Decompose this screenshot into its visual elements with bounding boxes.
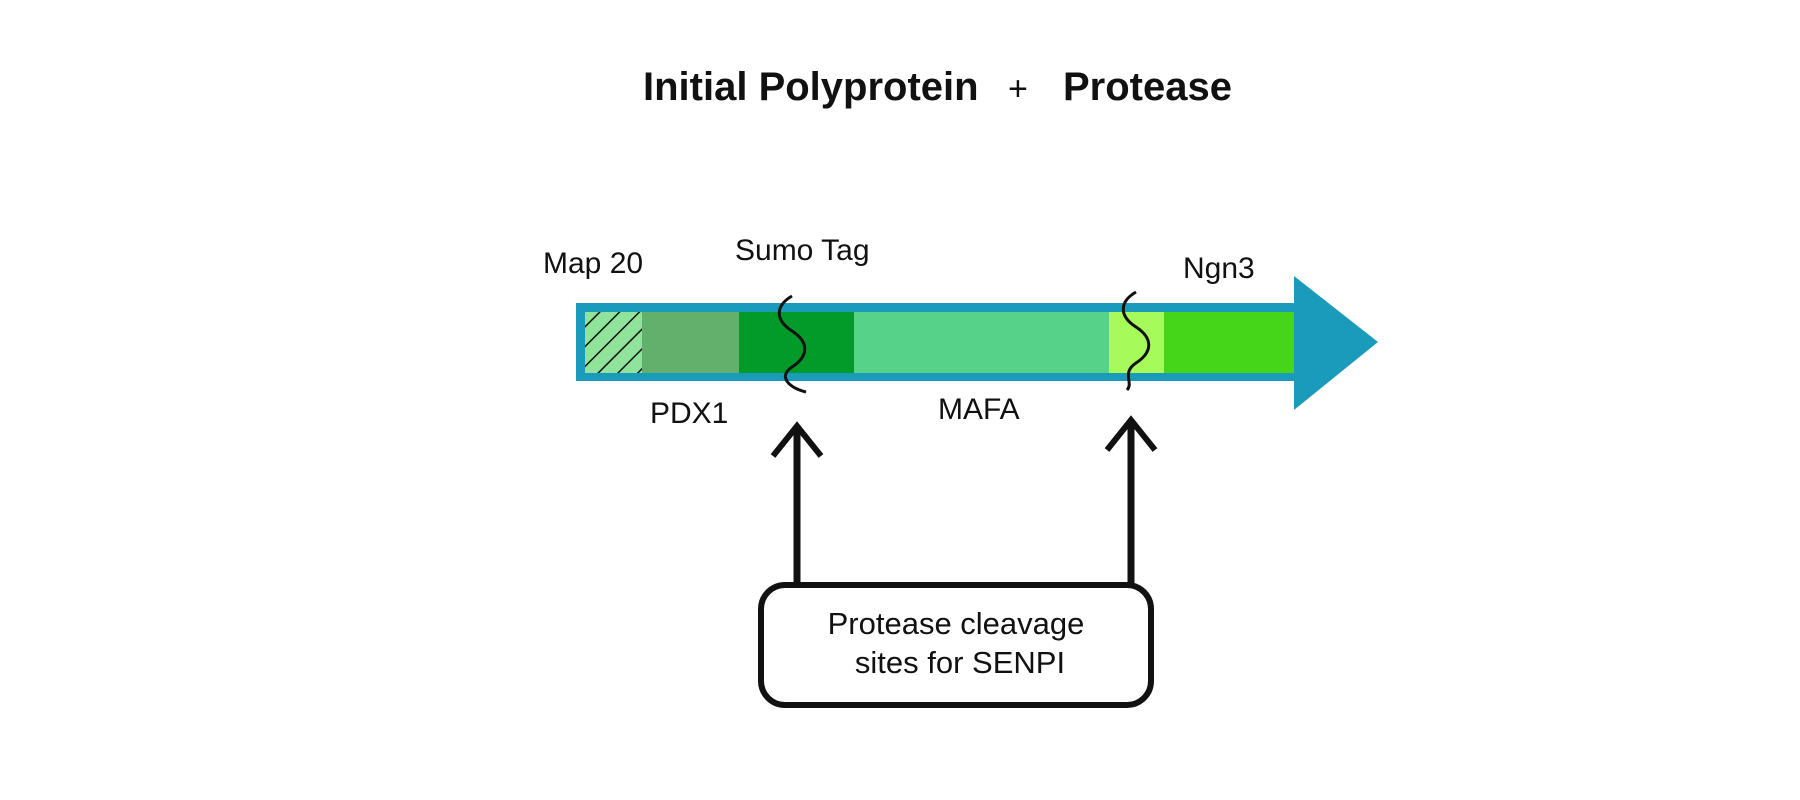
polyprotein-arrow-head bbox=[1294, 276, 1378, 410]
label-sumo-tag: Sumo Tag bbox=[735, 234, 870, 267]
callout-line-1: Protease cleavage bbox=[828, 606, 1085, 641]
callout-line-2: sites for SENPI bbox=[855, 645, 1065, 680]
cleavage-site-1-squiggle bbox=[777, 294, 807, 394]
title-initial-polyprotein: Initial Polyprotein bbox=[643, 65, 979, 109]
cleavage-callout-box bbox=[758, 582, 1154, 708]
label-map20: Map 20 bbox=[543, 247, 643, 280]
cleavage-arrow-1-head bbox=[770, 421, 824, 458]
segment-ngn3 bbox=[1164, 312, 1294, 373]
segment-map20 bbox=[585, 312, 642, 373]
label-ngn3: Ngn3 bbox=[1183, 252, 1255, 285]
title-plus-sign: + bbox=[1008, 70, 1028, 108]
cleavage-site-2-squiggle bbox=[1121, 290, 1151, 392]
title-protease: Protease bbox=[1063, 65, 1232, 109]
segment-mafa bbox=[854, 312, 1109, 373]
label-mafa: MAFA bbox=[938, 393, 1020, 426]
cleavage-arrow-2-head bbox=[1104, 415, 1158, 452]
segment-pdx1 bbox=[642, 312, 739, 373]
label-pdx1: PDX1 bbox=[650, 397, 728, 430]
